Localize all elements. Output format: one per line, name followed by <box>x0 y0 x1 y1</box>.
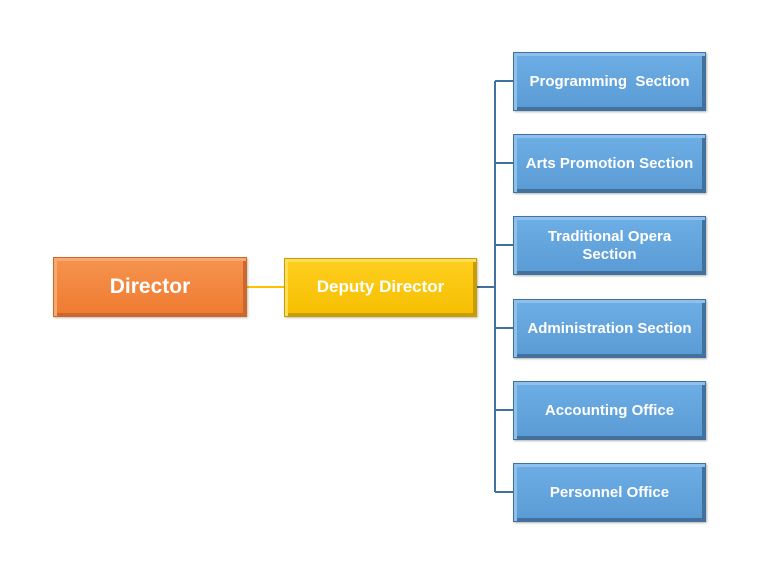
section-label: Arts Promotion Section <box>525 154 694 172</box>
section-box-personnel: Personnel Office <box>513 463 706 522</box>
section-box-accounting: Accounting Office <box>513 381 706 440</box>
deputy-director-box: Deputy Director <box>284 258 477 317</box>
section-box-programming: Programming Section <box>513 52 706 111</box>
section-label: Administration Section <box>527 319 692 337</box>
section-box-administration: Administration Section <box>513 299 706 358</box>
director-box: Director <box>53 257 247 317</box>
section-box-arts-promotion: Arts Promotion Section <box>513 134 706 193</box>
section-label: Accounting Office <box>544 401 675 419</box>
deputy-director-label: Deputy Director <box>316 277 445 297</box>
section-box-traditional-opera: Traditional Opera Section <box>513 216 706 275</box>
director-label: Director <box>109 275 191 299</box>
section-label: Programming Section <box>529 72 690 90</box>
section-label: Personnel Office <box>549 483 670 501</box>
section-label: Traditional Opera Section <box>547 227 672 263</box>
